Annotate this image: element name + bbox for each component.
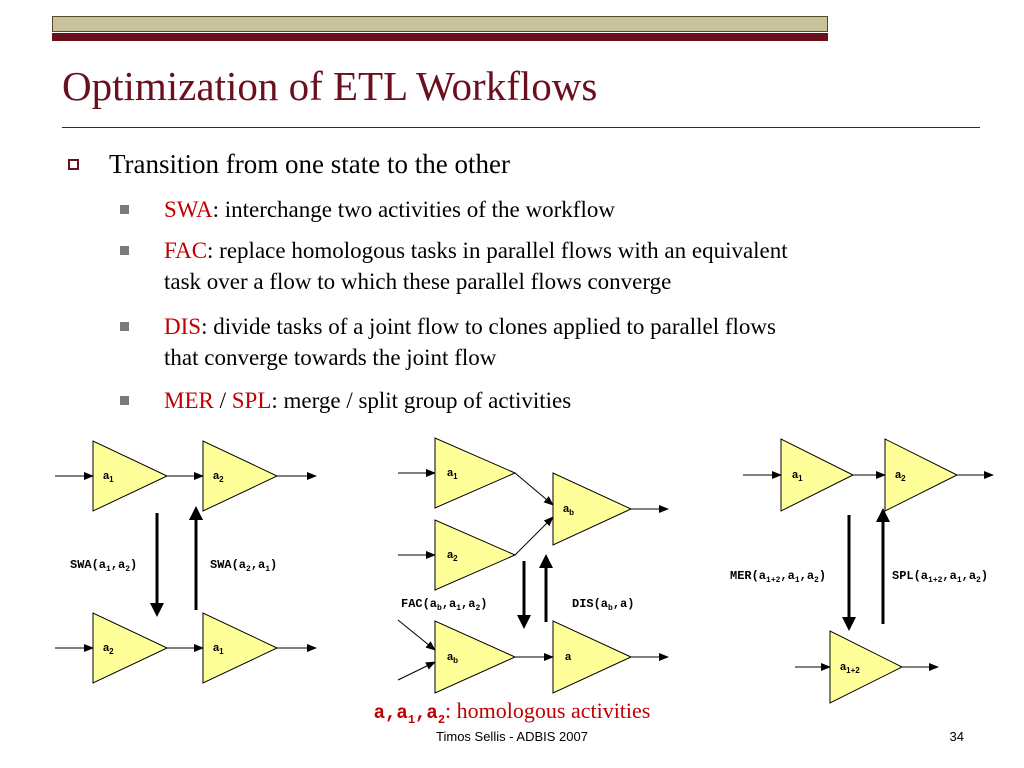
fac-label: FAC(ab,a1,a2) [401,597,487,613]
activity-node-a2 [92,612,169,684]
activity-node-ab [434,620,517,694]
caption-code: a,a1,a2 [373,702,446,727]
hollow-square-bullet-icon [68,159,79,170]
fac-dis-diagram: a1 a2 ab FAC(ab,a1,a2) DIS(ab,a) ab a [397,437,669,694]
activity-node-a2 [434,519,517,591]
node-label: a2 [447,549,458,563]
square-bullet-icon [120,205,129,214]
term-separator: / [213,388,232,413]
title-rule [62,127,980,128]
node-label: a [565,651,572,663]
term-spl: SPL [231,388,272,413]
swa-label-right: SWA(a2,a1) [210,558,277,574]
swa-diagram: a1 a2 SWA(a1,a2) SWA(a2,a1) a2 a1 [55,440,317,684]
term-swa: SWA [164,197,213,222]
sub-bullet-text: : merge / split group of activities [271,388,572,413]
sub-bullet-text-cont: task over a flow to which these parallel… [164,269,672,294]
dis-label: DIS(ab,a) [572,597,634,613]
node-label: a1 [792,469,803,483]
sub-bullet-text: : interchange two activities of the work… [212,197,615,222]
activity-node-a1 [92,440,169,512]
diagram-caption: a,a1,a2: homologous activities [0,698,1024,727]
spl-label: SPL(a1+2,a1,a2) [892,569,988,585]
node-label: a1 [103,470,114,484]
slide-title: Optimization of ETL Workflows [62,63,598,109]
main-bullet: Transition from one state to the other [68,149,510,180]
node-label: a2 [895,469,906,483]
square-bullet-icon [120,322,129,331]
activity-node-a1 [434,437,517,509]
flow-arrow [514,516,554,556]
square-bullet-icon [120,246,129,255]
term-dis: DIS [164,314,202,339]
sub-bullet-text: : replace homologous tasks in parallel f… [207,238,788,263]
header-bar-bottom [52,33,828,41]
footer-text: Timos Sellis - ADBIS 2007 [436,729,588,744]
activity-node-a1 [202,612,279,684]
sub-bullet-text: : divide tasks of a joint flow to clones… [201,314,776,339]
activity-node-a2 [202,440,279,512]
square-bullet-icon [120,396,129,405]
swa-label-left: SWA(a1,a2) [70,558,137,574]
activity-node-a1plus2 [829,630,904,704]
sub-bullet-text-cont: that converge towards the joint flow [164,345,497,370]
page-number: 34 [949,729,964,744]
node-label: a1 [213,642,224,656]
caption-text: : homologous activities [445,698,651,723]
node-label: a1+2 [840,661,860,675]
flow-arrow [514,472,554,506]
node-label: a1 [447,467,458,481]
header-bar-top [52,16,828,32]
node-label: ab [563,503,574,517]
term-mer: MER [164,388,214,413]
activity-node-a [552,620,633,694]
mer-spl-diagram: a1 a2 MER(a1+2,a1,a2) SPL(a1+2,a1,a2) a1… [730,438,994,704]
node-label: a2 [213,470,224,484]
node-label: ab [447,651,458,665]
flow-arrow [397,661,436,681]
activity-node-ab [552,472,633,546]
mer-label: MER(a1+2,a1,a2) [730,569,826,585]
activity-node-a2 [884,438,959,512]
main-bullet-text: Transition from one state to the other [109,149,510,179]
node-label: a2 [103,642,114,656]
flow-arrow [397,619,436,651]
activity-node-a1 [780,438,855,512]
term-fac: FAC [164,238,208,263]
